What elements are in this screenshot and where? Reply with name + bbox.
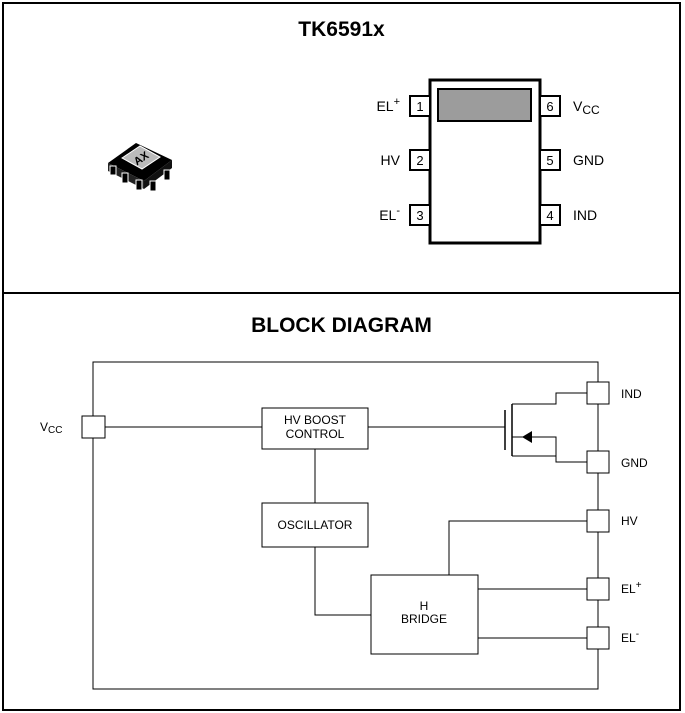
pin-number-1: 1 (416, 99, 423, 114)
block-diagram-panel: BLOCK DIAGRAM (2, 292, 681, 711)
pin-box-4 (539, 204, 561, 226)
pin-box-6 (539, 95, 561, 117)
pin-label-1-name: EL (376, 98, 393, 114)
h-bridge-block (370, 574, 479, 655)
pin-label-4: IND (573, 207, 597, 223)
mosfet-source-wire (512, 455, 587, 463)
oscillator-label: OSCILLATOR (278, 518, 353, 532)
pin-box-3 (409, 204, 431, 226)
pin-number-2: 2 (416, 153, 423, 168)
hv-pin-label: HV (621, 514, 638, 528)
pin-number-4: 4 (546, 208, 553, 223)
vcc-label-name: V (40, 420, 48, 434)
gnd-pin-box (586, 450, 610, 474)
pin-label-2: HV (381, 152, 401, 168)
pin-number-3: 3 (416, 208, 423, 223)
vcc-label: VCC (40, 420, 62, 436)
hv-boost-label-line2: CONTROL (286, 427, 345, 441)
mosfet-arrow (522, 431, 532, 443)
hv-boost-control-block (261, 407, 369, 450)
package-illustration: AX (108, 143, 172, 192)
pin-box-2 (409, 149, 431, 171)
pin-label-3-sup: - (396, 205, 400, 217)
pin-label-6-name: V (573, 98, 583, 114)
pin-number-6: 6 (546, 99, 553, 114)
vcc-label-sub: CC (48, 425, 62, 436)
hv-boost-label-line1: HV BOOST (284, 413, 347, 427)
ind-pin-box (586, 381, 610, 405)
ic-pin1-marker (437, 88, 532, 122)
pin-label-3: EL- (379, 205, 400, 223)
block-diagram-text: VCC HV BOOST CONTROL OSCILLATOR H BRIDGE… (40, 387, 648, 645)
gnd-pin-label: GND (621, 456, 648, 470)
block-diagram-title: BLOCK DIAGRAM (251, 314, 432, 337)
pin-box-1 (409, 95, 431, 117)
el-minus-name: EL (621, 631, 636, 645)
pin-label-6-sub: CC (582, 103, 600, 117)
h-bridge-label-line2: BRIDGE (401, 612, 447, 626)
el-minus-sup: - (636, 629, 639, 640)
el-plus-sup: + (636, 580, 642, 591)
pin-label-3-name: EL (379, 207, 396, 223)
mosfet-drain-wire (512, 392, 587, 405)
pin-number-5: 5 (546, 153, 553, 168)
ic-pinout: 1 2 3 6 5 4 EL+ HV EL- VCC GND IND (376, 78, 604, 245)
ind-pin-label: IND (621, 387, 642, 401)
pin-label-1-sup: + (394, 96, 400, 108)
el-plus-name: EL (621, 582, 636, 596)
h-bridge-label-line1: H (420, 599, 429, 613)
el-plus-pin-label: EL+ (621, 580, 642, 596)
pin-label-5: GND (573, 152, 604, 168)
pin-label-1: EL+ (376, 96, 400, 114)
pin-label-6: VCC (573, 98, 600, 117)
el-minus-pin-label: EL- (621, 629, 639, 645)
pin-box-5 (539, 149, 561, 171)
part-title: TK6591x (298, 18, 385, 41)
block-diagram (81, 361, 610, 690)
